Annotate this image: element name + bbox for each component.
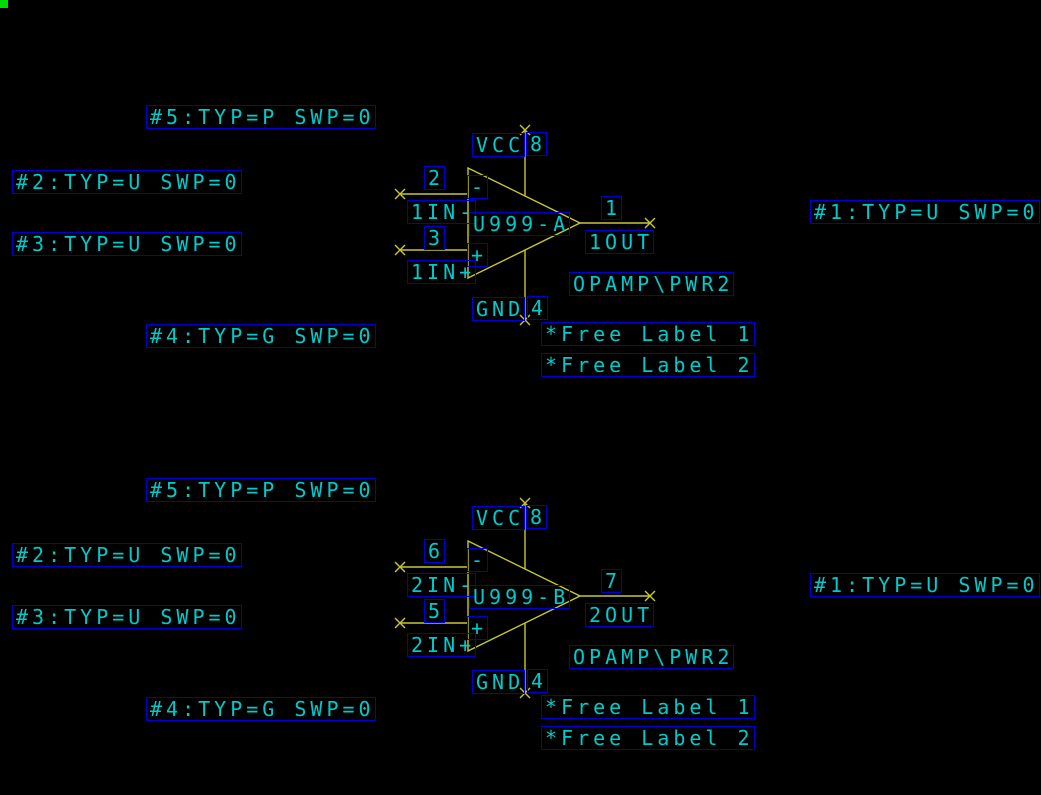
vcc-pin-name[interactable]: VCC bbox=[472, 133, 526, 157]
reference-designator[interactable]: U999-A bbox=[469, 212, 571, 236]
pin-end-cross-icon bbox=[644, 590, 656, 602]
opamp-instance-a: #5:TYP=P SWP=0 #2:TYP=U SWP=0 #3:TYP=U S… bbox=[12, 105, 1040, 377]
pin-property-label-4[interactable]: #4:TYP=G SWP=0 bbox=[146, 697, 376, 721]
free-label-2[interactable]: *Free Label 2 bbox=[541, 353, 755, 377]
pin-property-label-3[interactable]: #3:TYP=U SWP=0 bbox=[12, 232, 242, 256]
part-value[interactable]: OPAMP\PWR2 bbox=[569, 645, 735, 669]
pin-end-cross-icon bbox=[394, 188, 406, 200]
pin-end-cross-icon bbox=[394, 617, 406, 629]
opamp-instance-b: #5:TYP=P SWP=0 #2:TYP=U SWP=0 #3:TYP=U S… bbox=[0, 373, 1041, 773]
free-label-2[interactable]: *Free Label 2 bbox=[541, 726, 755, 750]
pin-end-markers bbox=[394, 124, 656, 326]
pin-property-label-5[interactable]: #5:TYP=P SWP=0 bbox=[146, 105, 376, 129]
free-label-1[interactable]: *Free Label 1 bbox=[541, 695, 755, 719]
opamp-symbol[interactable] bbox=[390, 493, 660, 703]
gnd-pin-name[interactable]: GND bbox=[472, 297, 526, 321]
output-pin-name[interactable]: 1OUT bbox=[585, 230, 655, 254]
output-pin-name[interactable]: 2OUT bbox=[585, 603, 655, 627]
part-value[interactable]: OPAMP\PWR2 bbox=[569, 272, 735, 296]
pin-property-label-2[interactable]: #2:TYP=U SWP=0 bbox=[12, 543, 242, 567]
inverting-pin-number[interactable]: 2 bbox=[424, 166, 446, 190]
inverting-sign: - bbox=[467, 175, 489, 199]
inverting-sign: - bbox=[467, 548, 489, 572]
inverting-pin-name[interactable]: 1IN- bbox=[407, 200, 477, 224]
noninverting-pin-number[interactable]: 3 bbox=[424, 226, 446, 250]
gnd-pin-number[interactable]: 4 bbox=[527, 296, 549, 320]
output-pin-number[interactable]: 7 bbox=[601, 569, 623, 593]
origin-marker bbox=[0, 0, 8, 8]
pin-property-label-3[interactable]: #3:TYP=U SWP=0 bbox=[12, 605, 242, 629]
inverting-pin-number[interactable]: 6 bbox=[424, 539, 446, 563]
gnd-pin-name[interactable]: GND bbox=[472, 670, 526, 694]
pin-property-label-4[interactable]: #4:TYP=G SWP=0 bbox=[146, 324, 376, 348]
noninverting-pin-name[interactable]: 1IN+ bbox=[407, 260, 477, 284]
vcc-pin-number[interactable]: 8 bbox=[526, 505, 548, 529]
pin-end-cross-icon bbox=[644, 217, 656, 229]
inverting-pin-name[interactable]: 2IN- bbox=[407, 573, 477, 597]
gnd-pin-number[interactable]: 4 bbox=[527, 669, 549, 693]
pin-end-cross-icon bbox=[394, 561, 406, 573]
vcc-pin-name[interactable]: VCC bbox=[472, 506, 526, 530]
pin-property-label-5[interactable]: #5:TYP=P SWP=0 bbox=[146, 478, 376, 502]
pin-property-label-1[interactable]: #1:TYP=U SWP=0 bbox=[810, 573, 1040, 597]
output-pin-number[interactable]: 1 bbox=[601, 196, 623, 220]
pin-end-cross-icon bbox=[394, 244, 406, 256]
noninverting-pin-number[interactable]: 5 bbox=[424, 599, 446, 623]
reference-designator[interactable]: U999-B bbox=[469, 585, 571, 609]
pin-property-label-1[interactable]: #1:TYP=U SWP=0 bbox=[810, 200, 1040, 224]
noninverting-pin-name[interactable]: 2IN+ bbox=[407, 633, 477, 657]
vcc-pin-number[interactable]: 8 bbox=[526, 132, 548, 156]
pin-property-label-2[interactable]: #2:TYP=U SWP=0 bbox=[12, 170, 242, 194]
free-label-1[interactable]: *Free Label 1 bbox=[541, 322, 755, 346]
